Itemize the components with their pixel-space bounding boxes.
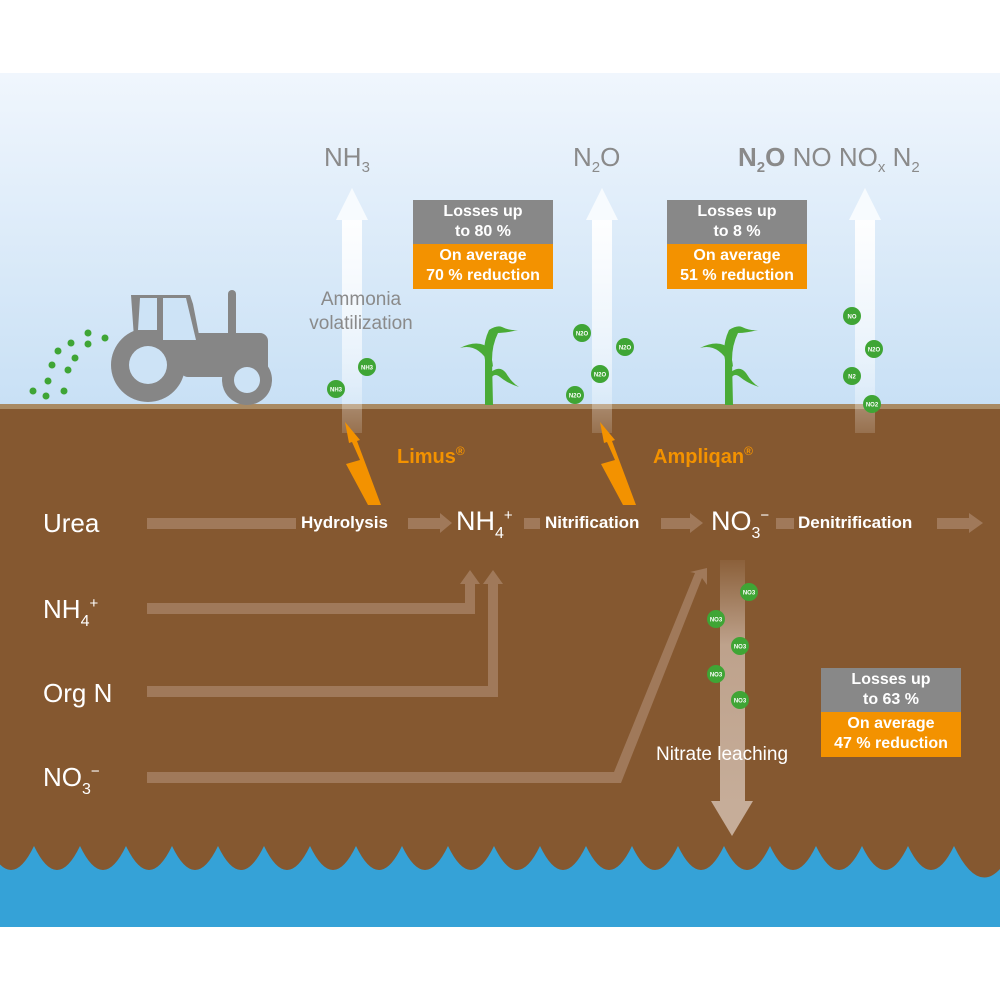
molecule-label: N2O — [576, 332, 589, 338]
fertilizer-granule — [44, 377, 52, 385]
molecule-label: N2O — [619, 346, 632, 352]
molecule-no3-bubble: NO3 — [707, 665, 725, 683]
fertilizer-granule — [64, 366, 72, 374]
arrow-denitrification-out — [937, 513, 983, 533]
molecule-label: NO3 — [710, 673, 723, 679]
ampliqan-inhibitor-bolt-icon — [600, 422, 636, 505]
molecule-n2o-bubble: N2O — [573, 324, 591, 342]
fertilizer-granules — [29, 329, 109, 400]
fertilizer-granule — [101, 334, 109, 342]
arrow-nitrification-to-no3 — [661, 513, 703, 533]
fertilizer-granule — [42, 392, 50, 400]
source-no3: NO3− — [43, 762, 100, 798]
no3-label: NO3− — [711, 506, 770, 542]
molecule-denit-bubble: NO — [843, 307, 861, 325]
fertilizer-granule — [71, 354, 79, 362]
molecule-label: NO3 — [743, 591, 756, 597]
gas-label-nh3: NH3 — [324, 142, 370, 176]
hydrolysis-label: Hydrolysis — [301, 513, 388, 532]
molecule-no3-bubble: NO3 — [740, 583, 758, 601]
plant-icon — [700, 326, 759, 405]
nitrate-leaching-label: Nitrate leaching — [656, 744, 789, 765]
molecule-label: N2 — [848, 375, 856, 381]
nitrification-label: Nitrification — [545, 513, 640, 532]
denitrification-label: Denitrification — [798, 513, 913, 532]
molecule-label: NO3 — [710, 618, 723, 624]
molecule-label: NO3 — [734, 645, 747, 651]
molecule-no3-bubble: NO3 — [731, 637, 749, 655]
nh4-label: NH4+ — [456, 506, 513, 542]
arrow-nh4-source-to-nh4 — [147, 570, 480, 614]
limus-inhibitor-bolt-icon — [345, 422, 381, 505]
arrow-no3-to-denitrification — [776, 518, 794, 529]
molecule-denit-bubble: NO2 — [863, 395, 881, 413]
molecule-label: NO — [848, 315, 857, 321]
source-nh4: NH4+ — [43, 594, 99, 630]
molecule-label: N2O — [594, 373, 607, 379]
fertilizer-granule — [54, 347, 62, 355]
soil — [0, 404, 1000, 878]
arrow-hydrolysis-to-nh4 — [408, 513, 452, 533]
fertilizer-granule — [29, 387, 37, 395]
flow-arrows — [147, 513, 983, 783]
molecule-label: N2O — [569, 394, 582, 400]
fertilizer-granule — [67, 339, 75, 347]
fertilizer-granule — [84, 340, 92, 348]
arrow-urea-to-hydrolysis — [147, 518, 296, 529]
gas-label-denitrification-products: N2O NO NOx N2 — [738, 142, 920, 176]
source-urea: Urea — [43, 508, 100, 538]
ampliqan-label: Ampliqan® — [653, 444, 753, 468]
molecule-nh3-bubble: NH3 — [327, 380, 345, 398]
molecule-no3-bubble: NO3 — [707, 610, 725, 628]
arrow-nh4-to-nitrification — [524, 518, 540, 529]
molecule-n2o-bubble: N2O — [591, 365, 609, 383]
tractor-icon — [111, 290, 272, 405]
molecule-no3-bubble: NO3 — [731, 691, 749, 709]
molecule-label: NO3 — [734, 699, 747, 705]
molecule-label: NH3 — [361, 366, 374, 372]
gas-arrow-nh3 — [336, 188, 368, 433]
molecule-label: NH3 — [330, 388, 343, 394]
molecule-n2o-bubble: N2O — [616, 338, 634, 356]
molecule-bubbles: NH3NH3N2ON2ON2ON2ONON2ON2NO2NO3NO3NO3NO3… — [327, 307, 883, 709]
gas-label-n2o: N2O — [573, 142, 621, 176]
fertilizer-granule — [60, 387, 68, 395]
limus-label: Limus® — [397, 444, 465, 468]
ground-line — [0, 404, 1000, 409]
molecule-n2o-bubble: N2O — [566, 386, 584, 404]
nitrate-leaching-arrow — [711, 560, 753, 836]
plant-icon — [460, 326, 519, 405]
molecule-label: N2O — [868, 348, 881, 354]
molecule-denit-bubble: N2 — [843, 367, 861, 385]
fertilizer-granule — [84, 329, 92, 337]
molecule-label: NO2 — [866, 403, 879, 409]
molecule-denit-bubble: N2O — [865, 340, 883, 358]
molecule-nh3-bubble: NH3 — [358, 358, 376, 376]
fertilizer-granule — [48, 361, 56, 369]
source-org-n: Org N — [43, 678, 113, 708]
